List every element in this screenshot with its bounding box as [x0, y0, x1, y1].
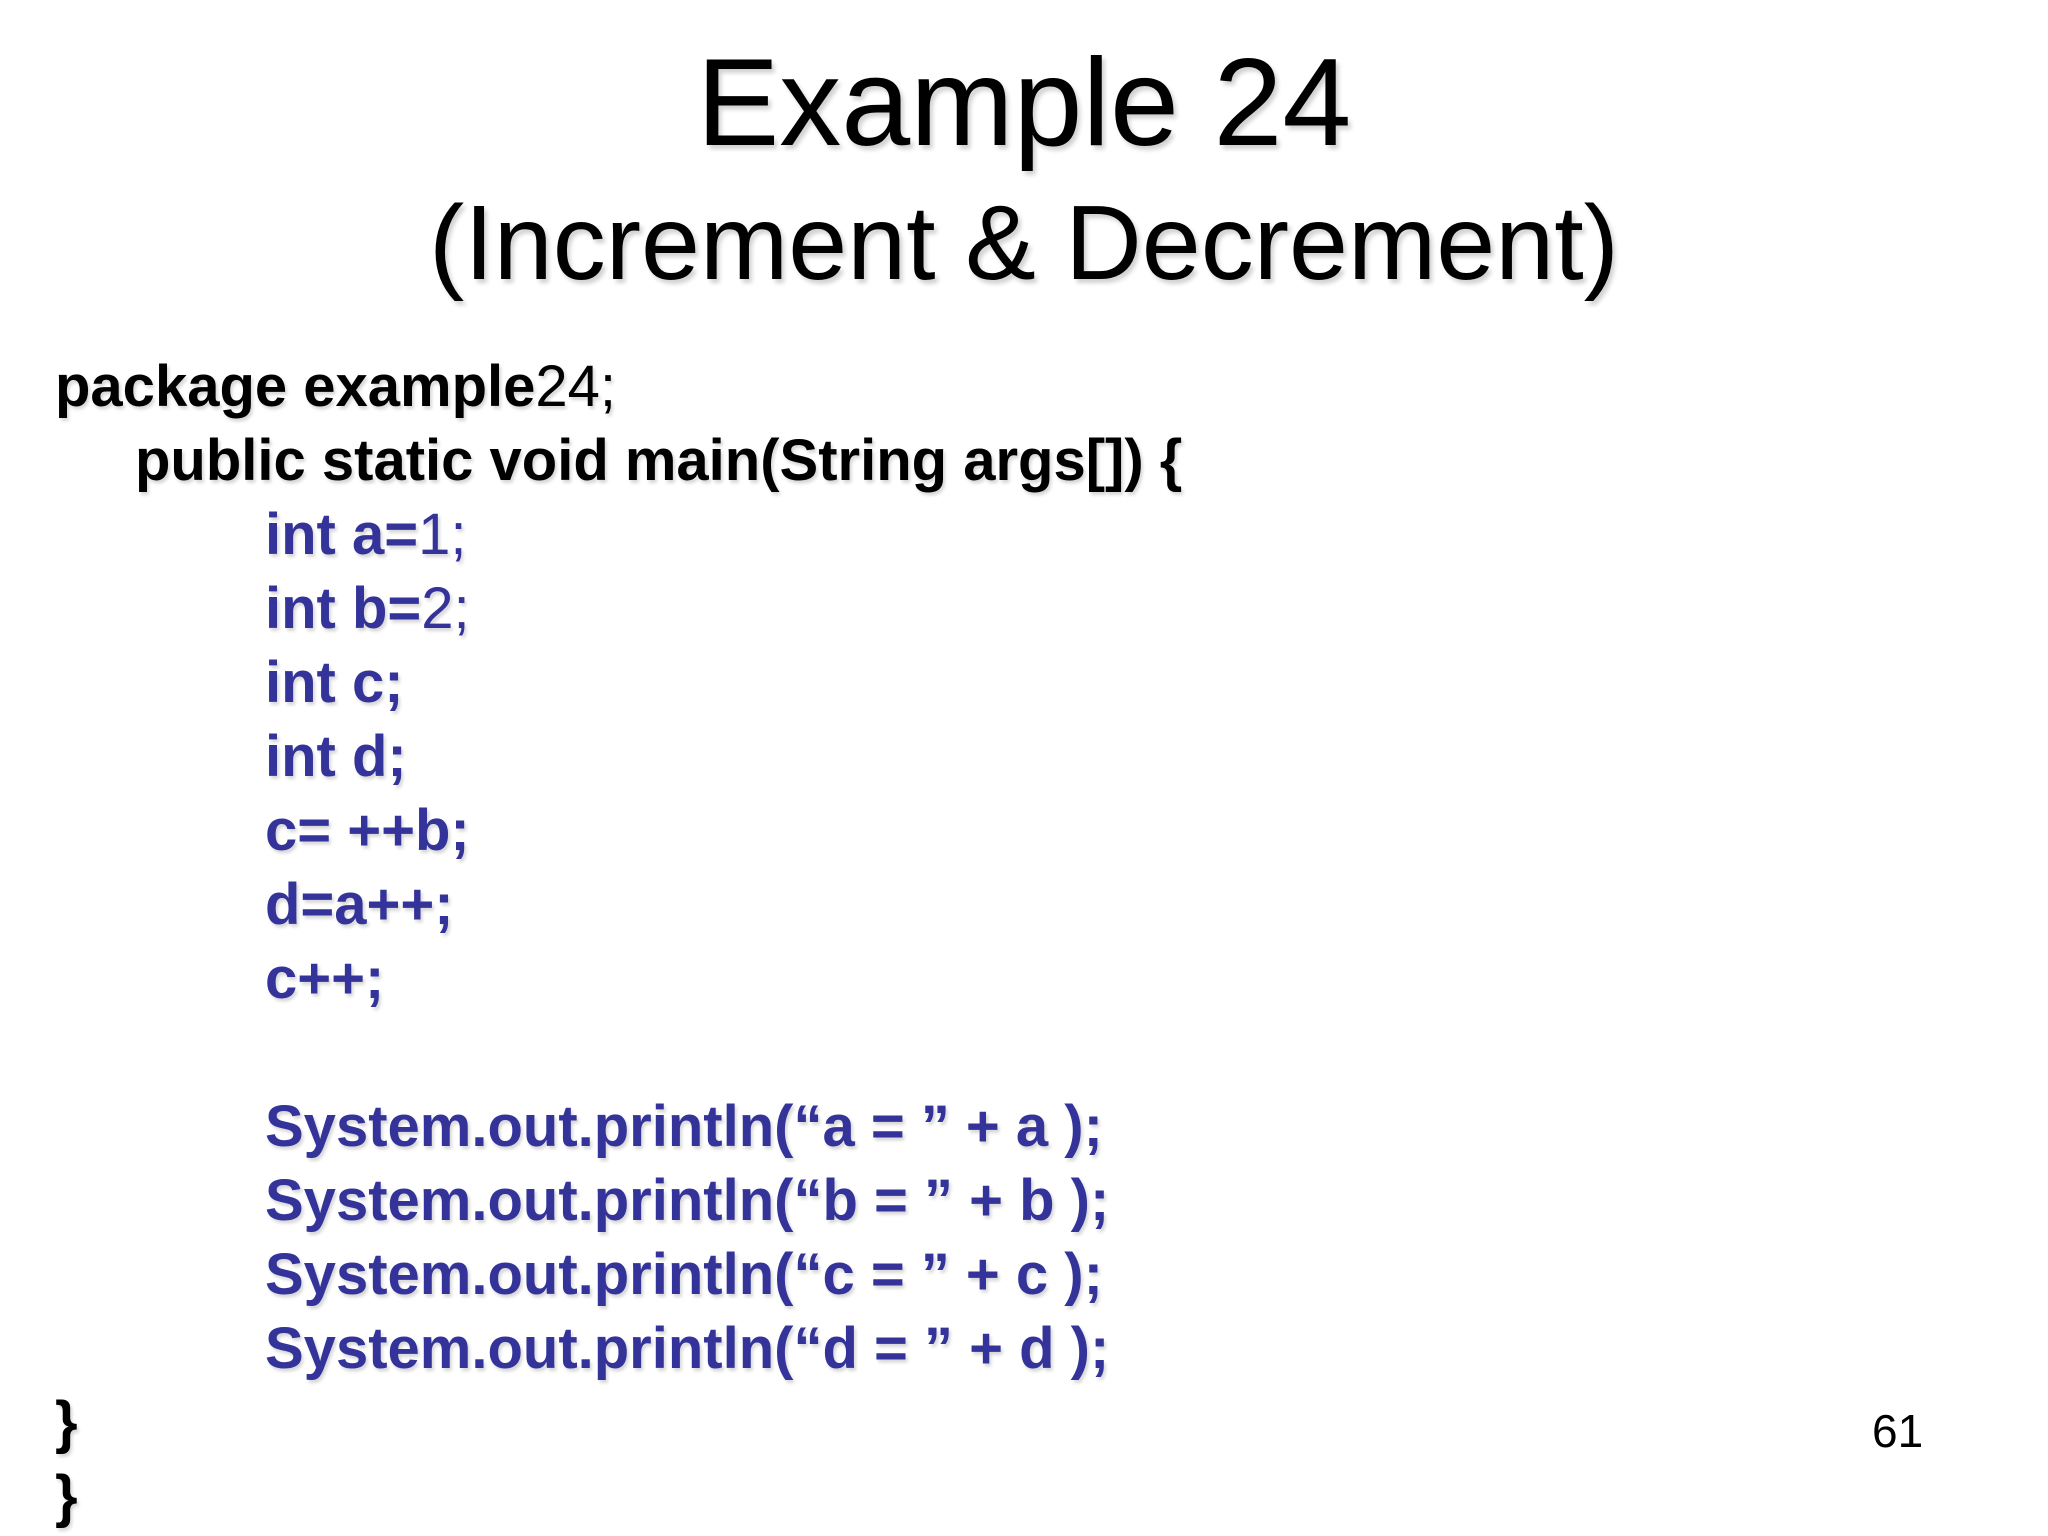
code-line-c-increment: c++; [0, 942, 2048, 1016]
code-line-int-a: int a=1; [0, 498, 2048, 572]
code-segment-bold: int a= [265, 502, 419, 567]
code-segment-bold: public static void main(String args[]) { [135, 428, 1183, 493]
slide-title: Example 24 [696, 34, 1352, 172]
code-segment-bold: System.out.println(“b = ” + b ); [265, 1168, 1110, 1233]
code-segment-regular: 2; [421, 576, 470, 641]
code-segment-bold: int c; [265, 650, 404, 715]
code-line-int-b: int b=2; [0, 572, 2048, 646]
code-segment-bold: c++; [265, 946, 385, 1011]
code-segment-bold: System.out.println(“c = ” + c ); [265, 1242, 1103, 1307]
code-line-closing-brace-1: } [0, 1386, 2048, 1460]
code-segment-regular: 24; [535, 354, 617, 419]
code-segment-regular: 1; [418, 502, 467, 567]
code-line-int-d: int d; [0, 720, 2048, 794]
code-line-println-b: System.out.println(“b = ” + b ); [0, 1164, 2048, 1238]
code-line-println-a: System.out.println(“a = ” + a ); [0, 1090, 2048, 1164]
code-segment-bold: System.out.println(“d = ” + d ); [265, 1316, 1110, 1381]
code-segment-bold: System.out.println(“a = ” + a ); [265, 1094, 1103, 1159]
page-number: 61 [1872, 1405, 1924, 1457]
code-line-main-signature: public static void main(String args[]) { [0, 424, 2048, 498]
code-segment-bold: int d; [265, 724, 407, 789]
slide-header: Example 24 (Increment & Decrement) [0, 28, 2048, 308]
code-line-d-postincrement: d=a++; [0, 868, 2048, 942]
code-segment-bold: int b= [265, 576, 422, 641]
code-segment-bold: c= ++b; [265, 798, 470, 863]
code-line-println-d: System.out.println(“d = ” + d ); [0, 1312, 2048, 1386]
code-segment-bold: d=a++; [265, 872, 454, 937]
code-segment-bold: } [55, 1464, 78, 1529]
code-line-println-c: System.out.println(“c = ” + c ); [0, 1238, 2048, 1312]
code-line-package: package example24; [0, 350, 2048, 424]
code-line-int-c: int c; [0, 646, 2048, 720]
code-line-blank [0, 1016, 2048, 1090]
code-segment-bold: } [55, 1390, 78, 1455]
code-line-c-preincrement: c= ++b; [0, 794, 2048, 868]
code-line-closing-brace-2: } [0, 1460, 2048, 1534]
slide-subtitle: (Increment & Decrement) [429, 184, 1619, 302]
code-block: package example24; public static void ma… [0, 350, 2048, 1534]
code-segment-bold: package example [55, 354, 536, 419]
